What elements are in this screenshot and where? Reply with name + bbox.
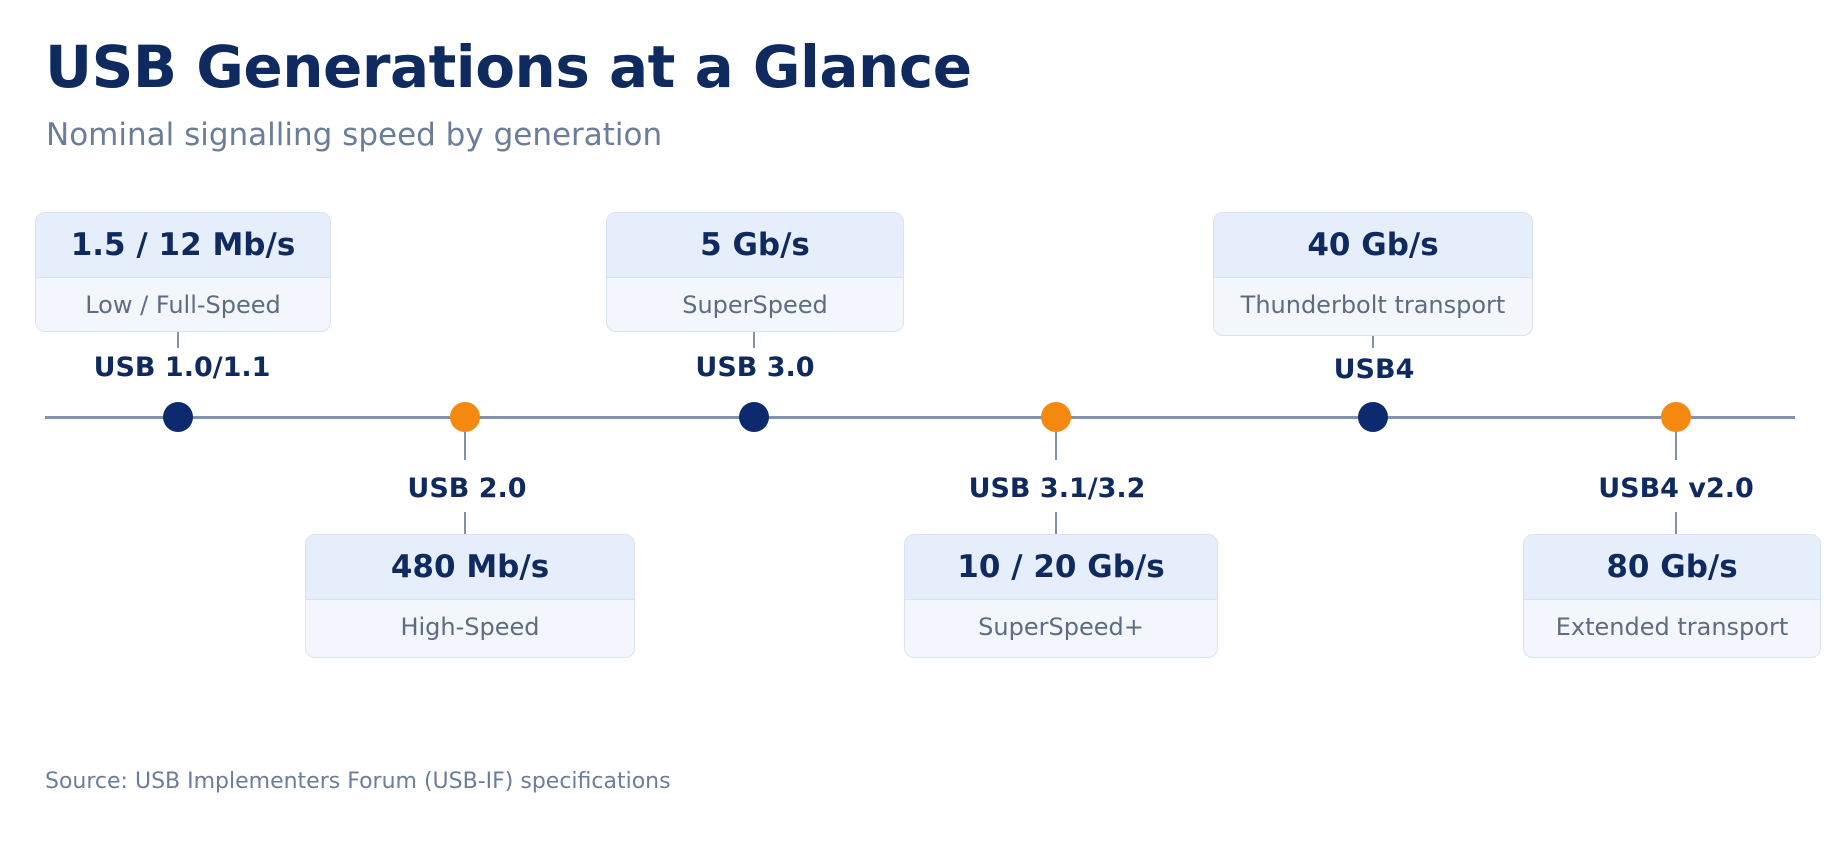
connector-usb4-v2-bottom — [1675, 512, 1677, 534]
timeline-marker-usb4 — [1358, 402, 1388, 432]
generation-label-usb4-v2: USB4 v2.0 — [1598, 473, 1754, 504]
timeline-marker-usb-3 — [739, 402, 769, 432]
speed-mode: SuperSpeed — [682, 291, 828, 319]
timeline-marker-usb-2 — [450, 402, 480, 432]
speed-mode: Low / Full-Speed — [85, 291, 281, 319]
generation-label-usb-1: USB 1.0/1.1 — [93, 352, 271, 383]
connector-usb4-v2-top — [1675, 432, 1677, 460]
generation-label-usb4: USB4 — [1333, 354, 1415, 385]
speed-value: 10 / 20 Gb/s — [905, 535, 1217, 600]
connector-usb-2-top — [464, 432, 466, 460]
timeline-marker-usb-1 — [163, 402, 193, 432]
speed-card-usb-1: 1.5 / 12 Mb/s Low / Full-Speed — [35, 212, 331, 332]
source-note: Source: USB Implementers Forum (USB-IF) … — [45, 769, 671, 794]
speed-mode: Extended transport — [1555, 613, 1789, 641]
speed-card-usb-3-1: 10 / 20 Gb/s SuperSpeed+ — [904, 534, 1218, 658]
speed-mode: Thunderbolt transport — [1240, 291, 1506, 319]
timeline-axis — [45, 416, 1795, 419]
speed-card-usb4: 40 Gb/s Thunderbolt transport — [1213, 212, 1533, 336]
connector-usb-3 — [753, 332, 755, 348]
connector-usb-3-1-top — [1055, 432, 1057, 460]
generation-label-usb-3-1: USB 3.1/3.2 — [968, 473, 1146, 504]
speed-value: 40 Gb/s — [1214, 213, 1532, 278]
speed-value: 1.5 / 12 Mb/s — [36, 213, 330, 278]
generation-label-usb-2: USB 2.0 — [407, 473, 527, 504]
speed-value: 80 Gb/s — [1524, 535, 1820, 600]
connector-usb-1 — [177, 332, 179, 348]
speed-value: 480 Mb/s — [306, 535, 634, 600]
speed-value: 5 Gb/s — [607, 213, 903, 278]
page-title: USB Generations at a Glance — [45, 33, 972, 101]
connector-usb-3-1-bottom — [1055, 512, 1057, 534]
speed-card-usb-2: 480 Mb/s High-Speed — [305, 534, 635, 658]
page-subtitle: Nominal signalling speed by generation — [46, 117, 663, 153]
speed-card-usb-3: 5 Gb/s SuperSpeed — [606, 212, 904, 332]
connector-usb4 — [1372, 336, 1374, 348]
speed-mode: SuperSpeed+ — [978, 613, 1144, 641]
speed-card-usb4-v2: 80 Gb/s Extended transport — [1523, 534, 1821, 658]
connector-usb-2-bottom — [464, 512, 466, 534]
speed-mode: High-Speed — [400, 613, 540, 641]
timeline-marker-usb4-v2 — [1661, 402, 1691, 432]
timeline-marker-usb-3-1 — [1041, 402, 1071, 432]
generation-label-usb-3: USB 3.0 — [695, 352, 815, 383]
